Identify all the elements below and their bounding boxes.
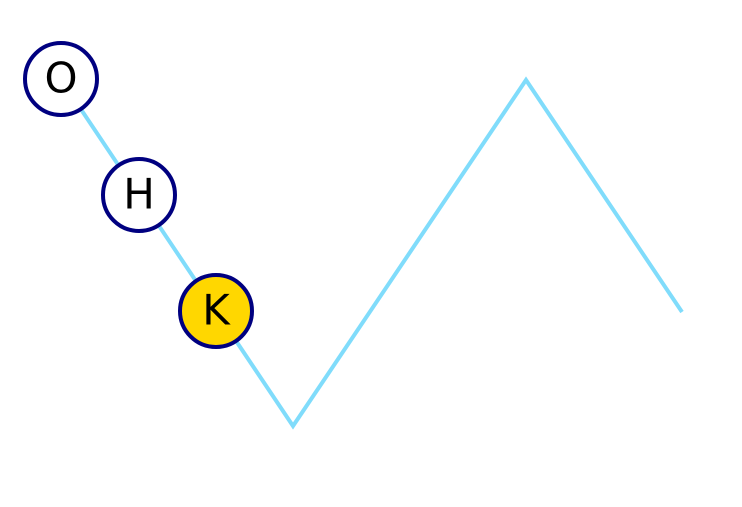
node-o: O [23, 41, 99, 117]
node-k-label: K [202, 286, 231, 335]
node-k: K [178, 273, 254, 349]
node-o-label: O [44, 54, 77, 103]
node-o-circle [23, 41, 99, 117]
node-k-circle [178, 273, 254, 349]
node-h: H [101, 157, 177, 233]
node-h-label: H [123, 170, 155, 219]
zigzag-path [58, 76, 684, 430]
node-h-circle [101, 157, 177, 233]
